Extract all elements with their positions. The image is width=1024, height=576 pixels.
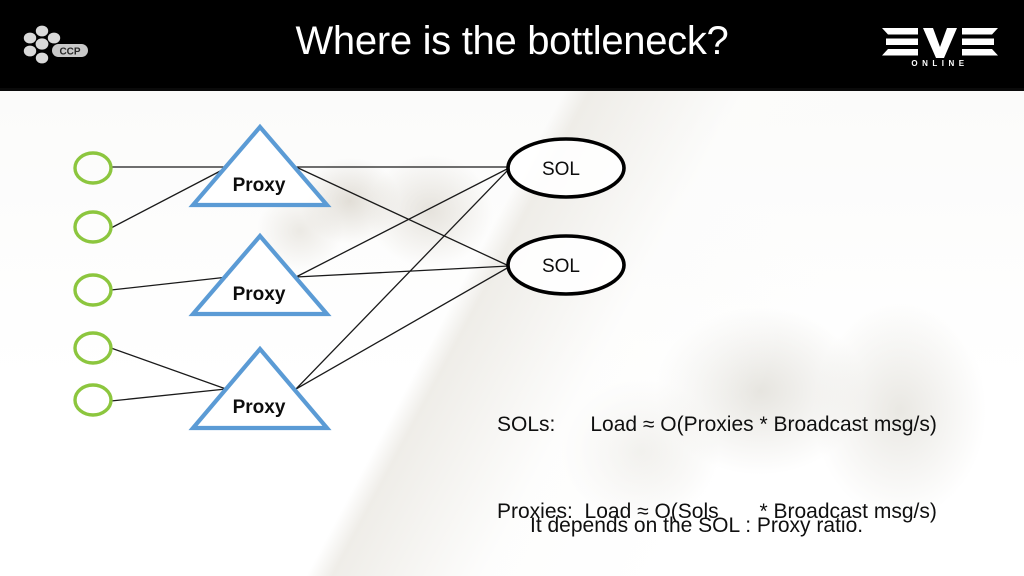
proxy-label-3: Proxy [233, 397, 286, 418]
proxy-node-3[interactable]: Proxy [188, 345, 332, 431]
eve-online-subtitle: ONLINE [911, 59, 969, 68]
link-proxy3-sol1 [295, 168, 510, 390]
formula-subject-sols: SOLs: [497, 413, 556, 436]
link-client3-proxy2 [110, 276, 229, 291]
eve-e-right-bar-bottom [962, 49, 998, 56]
formula-row-sols: SOLs: Load ≈ O(Proxies * Broadcast msg/s… [497, 410, 937, 439]
proxy-label-2: Proxy [233, 284, 286, 305]
page-title: Where is the bottleneck? [295, 19, 729, 63]
link-proxy1-sol2 [295, 166, 510, 267]
proxy-triangle-3[interactable] [188, 345, 332, 431]
client-node-5[interactable] [73, 383, 113, 417]
formula-row-proxies: Proxies: Load ≈ O(Sols * Broadcast msg/s… [497, 497, 937, 526]
sol-node-1[interactable]: SOL [506, 137, 626, 199]
eve-e-left-bar-mid [886, 38, 918, 45]
ccp-dot-lower-left [23, 45, 37, 57]
sol-ellipse-1[interactable] [506, 137, 626, 199]
link-proxy3-sol2 [295, 266, 510, 390]
load-formula-block: SOLs: Load ≈ O(Proxies * Broadcast msg/s… [497, 352, 937, 576]
eve-e-right-bar-top [962, 28, 998, 35]
sol-node-2[interactable]: SOL [506, 234, 626, 296]
link-client5-proxy3 [110, 388, 227, 402]
ccp-wordmark-pill [52, 44, 88, 57]
eve-e-left-bar-bottom [882, 49, 918, 56]
client-proxy-link-group [110, 166, 229, 402]
sol-label-1: SOL [542, 159, 580, 180]
formula-subject-proxies: Proxies: [497, 500, 573, 523]
proxy-sol-link-group [295, 166, 510, 390]
client-node-group [73, 151, 113, 417]
link-client2-proxy1 [110, 166, 229, 229]
ccp-dot-center [35, 38, 49, 50]
eve-online-logo [882, 28, 998, 58]
formula-body-sols: Load ≈ O(Proxies * Broadcast msg/s) [555, 413, 937, 436]
sol-ellipse-2[interactable] [506, 234, 626, 296]
link-proxy2-sol1 [295, 167, 510, 278]
ccp-dot-upper-right [47, 32, 61, 44]
proxy-triangle-1[interactable] [188, 123, 332, 208]
ccp-wordmark-text: CCP [59, 46, 80, 57]
eve-e-right-bar-mid [962, 38, 994, 45]
client-node-3[interactable] [73, 273, 113, 307]
ccp-dot-upper-left [23, 32, 37, 44]
ccp-dot-top [35, 25, 49, 37]
proxy-node-2[interactable]: Proxy [188, 232, 332, 317]
client-node-1[interactable] [73, 151, 113, 185]
formula-body-proxies: Load ≈ O(Sols * Broadcast msg/s) [572, 500, 937, 523]
sol-label-2: SOL [542, 256, 580, 277]
eve-v-glyph [923, 28, 957, 58]
eve-e-left-bar-top [882, 28, 918, 35]
ccp-dot-bottom [35, 52, 49, 64]
proxy-triangle-2[interactable] [188, 232, 332, 317]
header-bar [0, 0, 1024, 88]
proxy-node-1[interactable]: Proxy [188, 123, 332, 208]
proxy-label-1: Proxy [233, 175, 286, 196]
ccp-logo: CCP [23, 25, 88, 64]
conclusion-block: It depends on the SOL : Proxy ratio. The… [530, 446, 890, 576]
link-proxy2-sol2 [295, 265, 510, 278]
link-client4-proxy3 [110, 347, 227, 390]
client-node-4[interactable] [73, 331, 113, 365]
conclusion-line-1: It depends on the SOL : Proxy ratio. [530, 514, 864, 537]
header-underline [0, 88, 1024, 91]
client-node-2[interactable] [73, 210, 113, 244]
